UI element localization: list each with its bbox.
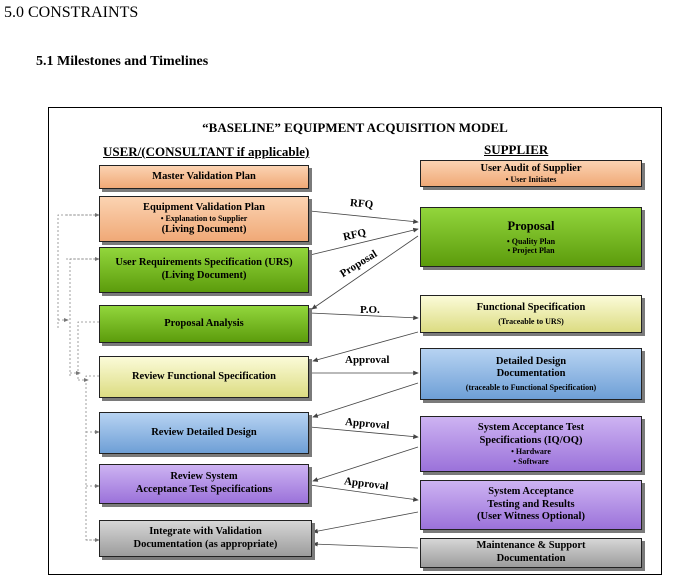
box-line2: Documentation (as appropriate): [133, 538, 278, 550]
proposal-analysis-box: Proposal Analysis: [99, 305, 309, 343]
box-line2: Documentation: [496, 553, 566, 564]
supplier-column-heading: SUPPLIER: [484, 142, 549, 157]
system-acceptance-testing-results-box: System Acceptance Testing and Results (U…: [420, 480, 642, 530]
box-footer: (Living Document): [161, 270, 247, 281]
master-validation-plan-box: Master Validation Plan: [99, 165, 309, 189]
equipment-validation-plan-box: Equipment Validation Plan • Explanation …: [99, 196, 309, 242]
arrow-label-po: P.O.: [360, 304, 380, 316]
subsection-heading: 5.1 Milestones and Timelines: [36, 54, 209, 69]
proposal-box: Proposal • Quality Plan • Project Plan: [420, 207, 642, 267]
user-audit-of-supplier-box: User Audit of Supplier • User Initiates: [420, 160, 642, 187]
box-title: Equipment Validation Plan: [143, 201, 265, 213]
integrate-validation-documentation-box: Integrate with Validation Documentation …: [99, 520, 312, 557]
box-footer: (traceable to Functional Specification): [465, 383, 597, 392]
box-line2: Documentation: [496, 368, 566, 380]
box-title: User Audit of Supplier: [480, 162, 582, 174]
review-detailed-design-box: Review Detailed Design: [99, 412, 309, 454]
system-acceptance-test-specifications-box: System Acceptance Test Specifications (I…: [420, 416, 642, 472]
box-footer: (Traceable to URS): [498, 316, 564, 326]
box-title: User Requirements Specification (URS): [115, 257, 293, 269]
box-title: Detailed Design: [495, 355, 567, 367]
arrow-label-approval-1: Approval: [345, 354, 390, 366]
arrow-label-rfq-1: RFQ: [349, 197, 374, 211]
section-heading: 5.0 CONSTRAINTS: [4, 4, 139, 21]
box-line2: Testing and Results: [487, 498, 575, 510]
diagram-title: “BASELINE” EQUIPMENT ACQUISITION MODEL: [202, 120, 508, 135]
box-bullet: • User Initiates: [505, 175, 557, 185]
box-bullet: • Quality Plan: [506, 236, 556, 246]
box-title: Proposal Analysis: [164, 317, 244, 329]
review-functional-specification-box: Review Functional Specification: [99, 356, 309, 398]
box-bullet: • Explanation to Supplier: [160, 214, 248, 224]
box-title: System Acceptance: [488, 486, 574, 498]
box-line2: Acceptance Test Specifications: [135, 484, 273, 495]
box-title: Master Validation Plan: [152, 170, 256, 182]
box-title: Functional Specification: [476, 302, 586, 314]
detailed-design-documentation-box: Detailed Design Documentation (traceable…: [420, 348, 642, 400]
user-column-heading: USER/(CONSULTANT if applicable): [103, 144, 310, 159]
box-line2: Specifications (IQ/OQ): [479, 434, 583, 446]
diagram-frame: [48, 107, 662, 575]
box-title: Proposal: [507, 218, 555, 233]
box-bullet: • Hardware: [511, 447, 551, 457]
maintenance-support-documentation-box: Maintenance & Support Documentation: [420, 538, 642, 568]
user-requirements-specification-box: User Requirements Specification (URS) (L…: [99, 247, 309, 293]
box-footer: (Living Document): [161, 223, 247, 235]
functional-specification-box: Functional Specification (Traceable to U…: [420, 295, 642, 333]
box-bullet: • Project Plan: [507, 246, 555, 255]
box-title: Integrate with Validation: [149, 525, 262, 537]
box-title: Maintenance & Support: [476, 540, 586, 552]
box-title: Review Functional Specification: [131, 370, 277, 382]
review-system-acceptance-test-box: Review System Acceptance Test Specificat…: [99, 464, 309, 504]
box-bullet: • Software: [513, 456, 549, 466]
box-title: Review System: [170, 471, 238, 483]
box-line3: (User Witness Optional): [477, 511, 585, 523]
box-title: System Acceptance Test: [477, 422, 585, 434]
box-title: Review Detailed Design: [151, 426, 257, 438]
